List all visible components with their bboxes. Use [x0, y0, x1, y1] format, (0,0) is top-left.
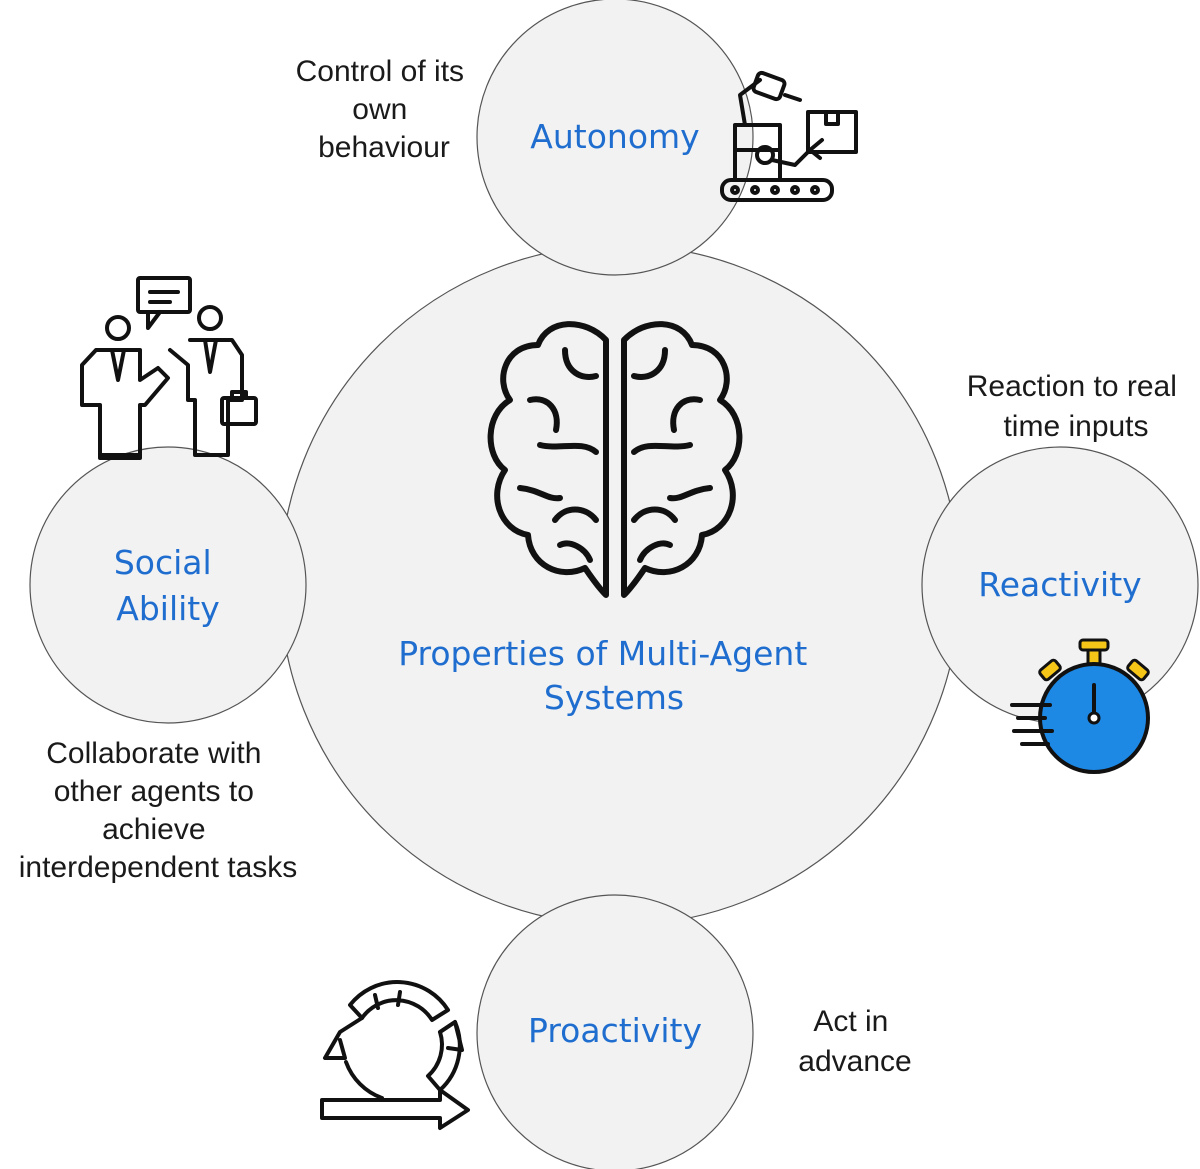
autonomy-label: Autonomy: [530, 117, 699, 156]
cycle-arrows-icon: [320, 980, 470, 1130]
center-label: Properties of Multi-Agent Systems: [398, 634, 818, 717]
reactivity-label: Reactivity: [978, 565, 1141, 604]
business-people-talking-icon: [80, 276, 258, 460]
center-circle: [279, 244, 961, 926]
social-ability-circle: [29, 446, 307, 724]
robot-arm-icon: [720, 70, 858, 202]
social-ability-label: Social Ability: [114, 543, 222, 628]
proactivity-label: Proactivity: [528, 1011, 702, 1050]
center-label-line: Systems: [544, 678, 684, 717]
proactivity-circle: [476, 894, 754, 1169]
proactivity-description: Act in advance: [798, 1005, 911, 1078]
brain-icon: [487, 321, 743, 598]
social-ability-description: Collaborate with other agents to achieve…: [19, 737, 298, 884]
reactivity-description: Reaction to real time inputs: [967, 370, 1185, 443]
autonomy-description: Control of its own behaviour: [296, 55, 473, 164]
autonomy-circle: [476, 0, 754, 276]
center-label-line: Properties of Multi-Agent: [398, 634, 807, 673]
stopwatch-icon: [1010, 638, 1150, 774]
